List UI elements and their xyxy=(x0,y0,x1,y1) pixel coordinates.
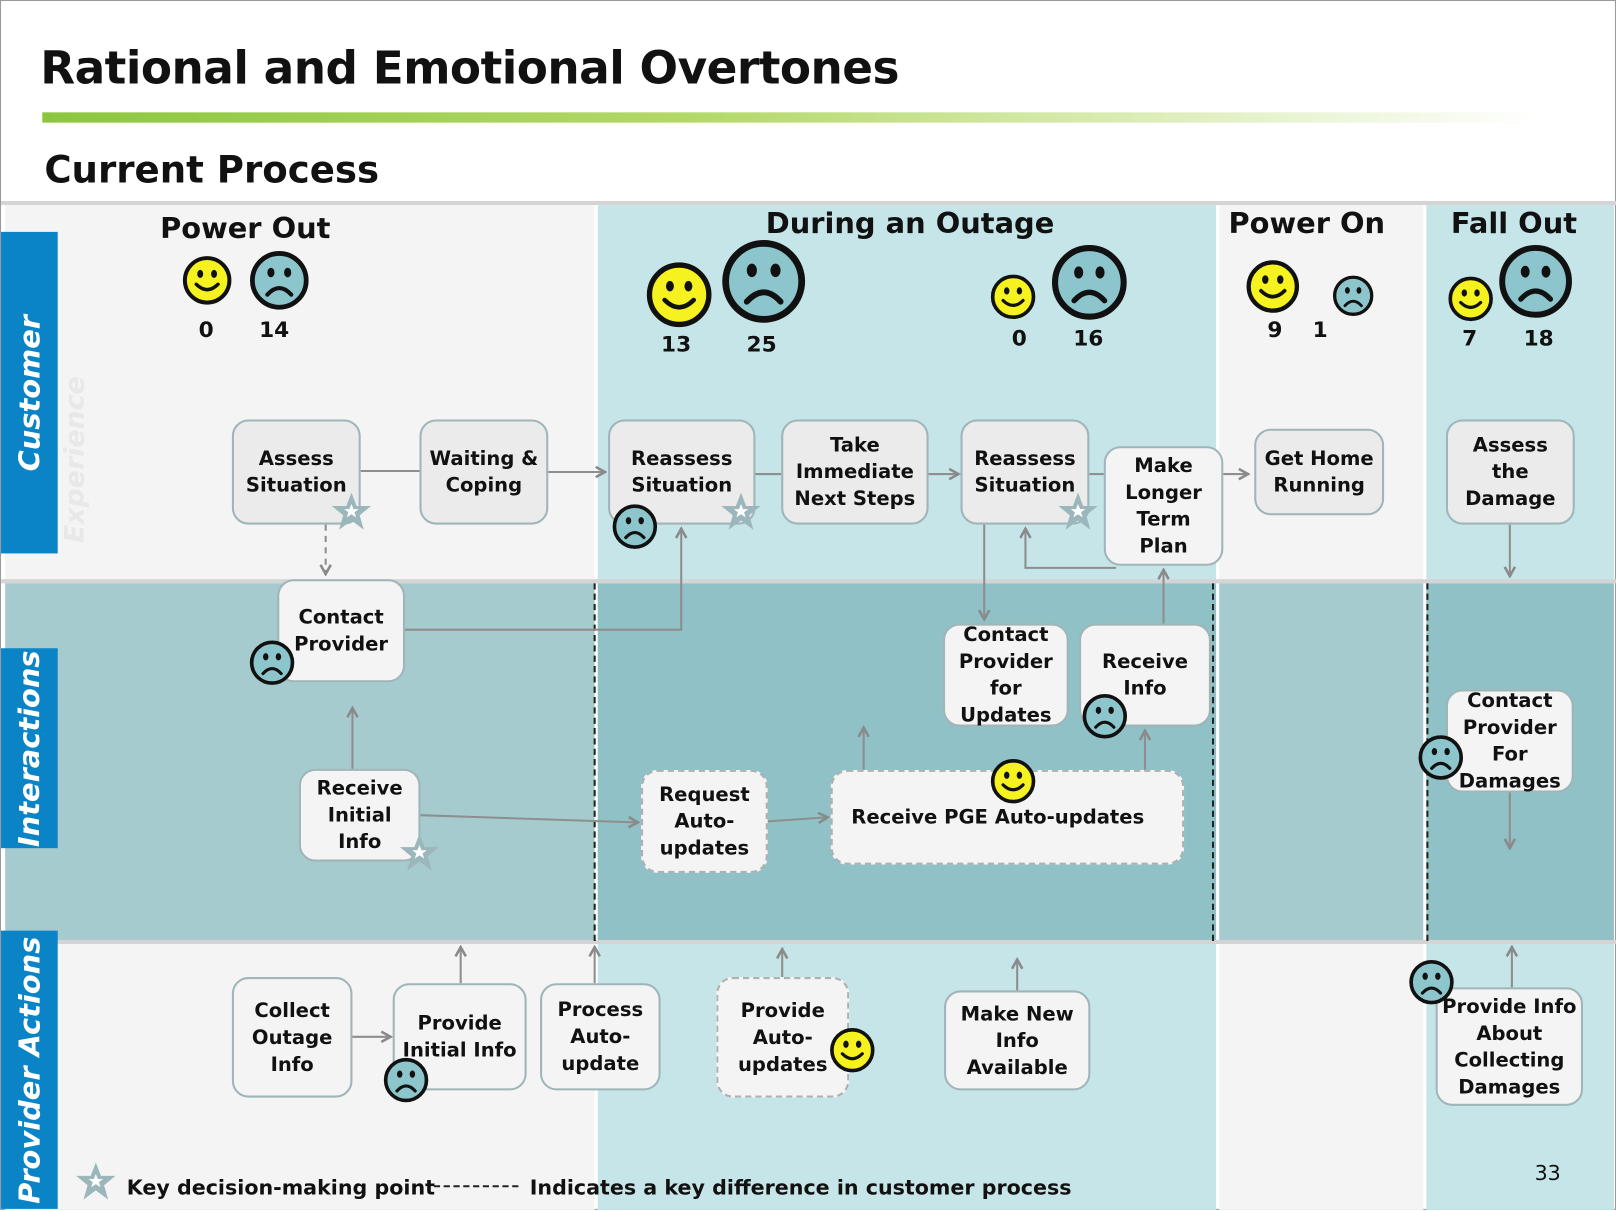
lane-label-text: Customer xyxy=(12,314,47,471)
lane-label-customer: Customer xyxy=(1,231,58,554)
phase-title-power-on: Power On xyxy=(1228,206,1386,241)
sad-face-icon xyxy=(721,239,806,324)
lane-label-text: Provider Actions xyxy=(12,936,47,1204)
happy-count: 7 xyxy=(1462,325,1478,351)
step-request-auto-updates: Request Auto-updates xyxy=(641,769,768,873)
title-underline xyxy=(42,112,1537,123)
sad-face-icon xyxy=(383,1057,429,1103)
decision-star-icon xyxy=(399,832,440,873)
phase-title-fall-out: Fall Out xyxy=(1450,206,1578,241)
sad-face-icon xyxy=(1498,244,1572,318)
decision-star-icon xyxy=(1057,491,1098,532)
phase-title-power-out: Power Out xyxy=(160,211,331,246)
legend-star-label: Key decision-making point xyxy=(126,1174,435,1200)
sad-face-icon xyxy=(1051,244,1127,320)
cell-power-on-customer xyxy=(1219,205,1424,581)
step-make-new-info-available: Make New Info Available xyxy=(944,990,1091,1091)
phase-title-during-outage: During an Outage xyxy=(765,206,1055,241)
step-receive-initial-info: Receive Initial Info xyxy=(298,768,421,862)
sad-face-icon xyxy=(249,640,295,685)
sad-face-icon xyxy=(612,504,658,549)
sad-count: 14 xyxy=(259,317,290,343)
page-number: 33 xyxy=(1534,1160,1561,1186)
step-collect-outage-info: Collect Outage Info xyxy=(231,977,353,1098)
step-take-immediate-next-steps: Take Immediate Next Steps xyxy=(781,419,929,525)
happy-face-icon xyxy=(830,1027,875,1073)
divider xyxy=(1,579,1616,584)
lane-label-interactions: Interactions xyxy=(1,648,58,849)
sad-count: 16 xyxy=(1073,325,1104,351)
happy-face-icon xyxy=(990,274,1036,320)
step-make-longer-term-plan: Make Longer Term Plan xyxy=(1103,446,1224,566)
decision-star-icon xyxy=(331,491,372,532)
happy-face-icon xyxy=(990,758,1036,804)
legend-dashed-line xyxy=(433,1185,519,1188)
legend-dashed-label: Indicates a key difference in customer p… xyxy=(529,1174,1072,1200)
sad-face-icon xyxy=(1409,959,1454,1005)
happy-count: 13 xyxy=(661,331,692,357)
happy-count: 0 xyxy=(198,317,214,343)
sad-count: 1 xyxy=(1312,317,1328,343)
step-process-auto-update: Process Auto-update xyxy=(540,983,661,1091)
cell-power-on-interactions xyxy=(1219,583,1424,941)
happy-face-icon xyxy=(646,262,712,328)
cell-power-on-provider xyxy=(1219,944,1424,1210)
step-receive-pge-auto-updates: Receive PGE Auto-updates xyxy=(830,769,1185,865)
sad-face-icon xyxy=(249,250,309,310)
decision-star-icon xyxy=(720,491,761,532)
step-assess-the-damage: Assess the Damage xyxy=(1445,419,1575,525)
legend-star-icon xyxy=(75,1160,116,1201)
happy-face-icon xyxy=(182,256,232,305)
happy-count: 9 xyxy=(1267,317,1283,343)
lane-label-ghost: Experience xyxy=(55,376,96,543)
step-provide-info-about-collecting-damages: Provide Info About Collecting Damages xyxy=(1435,987,1584,1106)
happy-count: 0 xyxy=(1011,325,1027,351)
divider xyxy=(1,200,1616,206)
happy-face-icon xyxy=(1448,276,1493,322)
key-difference-divider xyxy=(1211,583,1215,941)
happy-face-icon xyxy=(1246,260,1300,314)
lane-label-text: Interactions xyxy=(12,649,47,847)
lane-label-provider-actions: Provider Actions xyxy=(1,930,58,1209)
divider xyxy=(1,939,1616,945)
sad-count: 18 xyxy=(1523,325,1554,351)
slide-title: Rational and Emotional Overtones xyxy=(40,42,900,95)
cell-during-provider xyxy=(597,944,1217,1210)
step-get-home-running: Get Home Running xyxy=(1254,428,1385,516)
step-provide-auto-updates: Provide Auto-updates xyxy=(716,977,850,1098)
sad-face-icon xyxy=(1082,694,1128,739)
step-contact-provider-for-updates: Contact Provider for Updates xyxy=(942,623,1069,727)
lane-label-ghost-text: Experience xyxy=(59,376,91,543)
step-contact-provider-for-damages: Contact Provider For Damages xyxy=(1445,689,1574,793)
sad-count: 25 xyxy=(746,331,777,357)
step-waiting-coping: Waiting & Coping xyxy=(419,419,549,525)
slide-subtitle: Current Process xyxy=(44,149,380,192)
key-difference-divider xyxy=(593,583,596,941)
step-contact-provider: Contact Provider xyxy=(277,579,406,683)
sad-face-icon xyxy=(1332,275,1374,316)
sad-face-icon xyxy=(1418,735,1463,780)
